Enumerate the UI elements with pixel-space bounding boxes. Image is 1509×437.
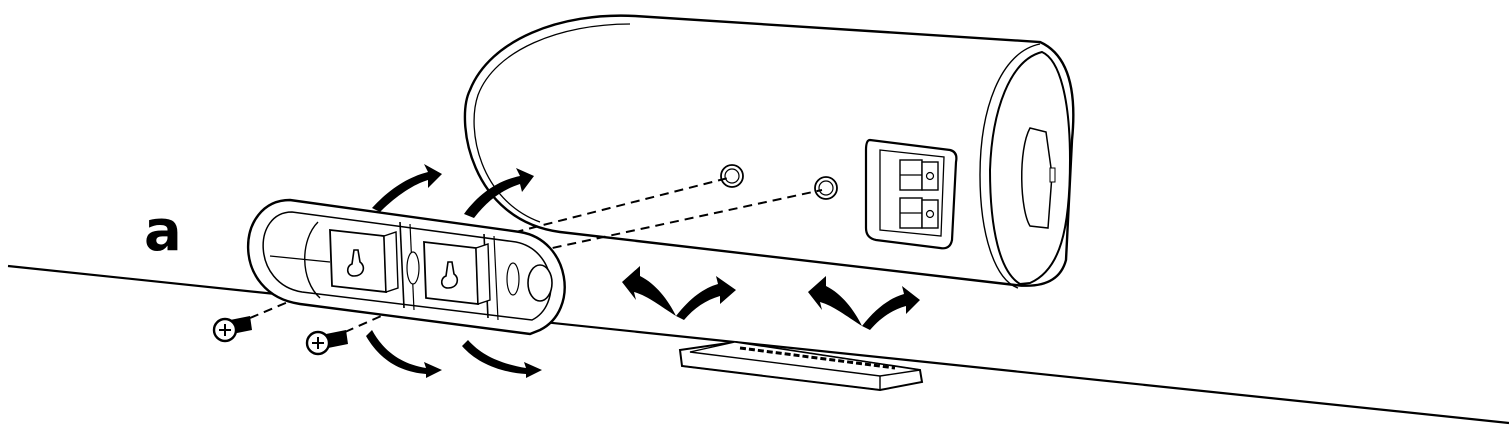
screw bbox=[212, 316, 252, 343]
mounting-bracket bbox=[247, 198, 566, 336]
wall-line bbox=[7, 264, 1509, 425]
terminal-panel bbox=[864, 138, 958, 250]
step-label: a bbox=[144, 199, 182, 264]
rubber-foot bbox=[678, 340, 924, 392]
screw bbox=[305, 330, 348, 356]
keyhole-slot bbox=[720, 164, 838, 200]
rotation-arrow bbox=[366, 164, 542, 378]
rotation-arrow bbox=[622, 266, 920, 330]
